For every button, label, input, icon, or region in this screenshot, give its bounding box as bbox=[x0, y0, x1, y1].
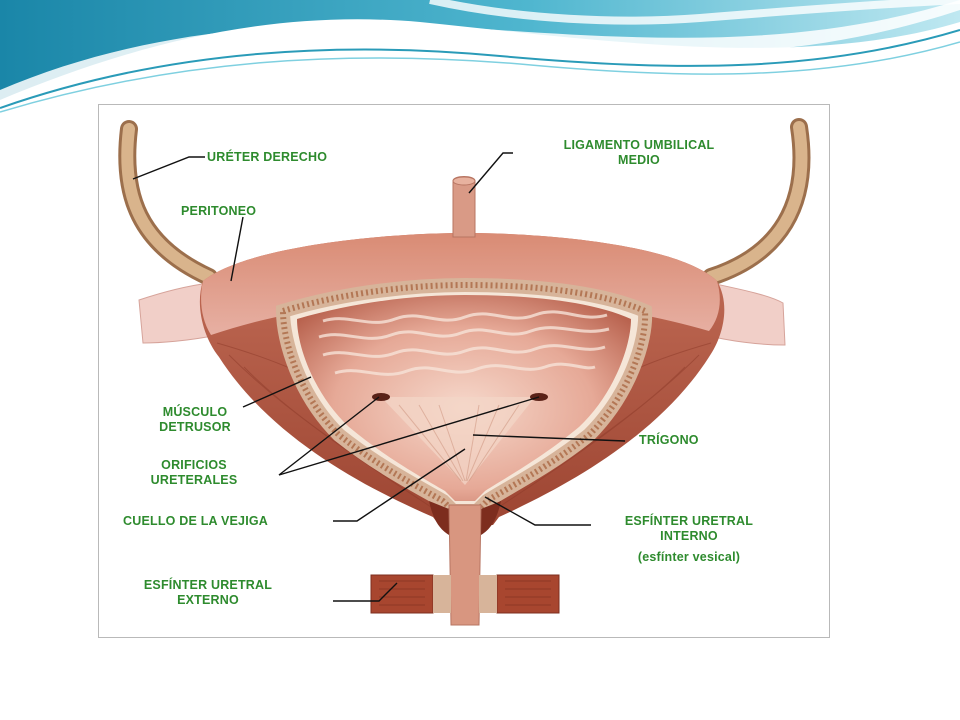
trigone bbox=[381, 397, 535, 485]
internal-sphincter-right bbox=[481, 501, 501, 535]
slide-header-waves bbox=[0, 0, 960, 113]
label-musculo-detrusor: MÚSCULO DETRUSOR bbox=[125, 405, 265, 435]
label-orificios-line1: ORIFICIOS bbox=[161, 458, 227, 472]
bladder-figure-frame: URÉTER DERECHO LIGAMENTO UMBILICAL MEDIO… bbox=[98, 104, 830, 638]
peritoneum-right-wing bbox=[704, 282, 786, 346]
label-musculo-line2: DETRUSOR bbox=[159, 420, 231, 434]
internal-sphincter-left bbox=[429, 501, 449, 535]
umbilical-ligament bbox=[452, 176, 476, 238]
label-ureter-derecho: URÉTER DERECHO bbox=[207, 150, 328, 164]
external-sphincter bbox=[370, 574, 560, 614]
label-musculo-line1: MÚSCULO bbox=[162, 405, 228, 419]
label-esf-ext-line1: ESFÍNTER URETRAL bbox=[143, 578, 273, 592]
label-cuello-vejiga: CUELLO DE LA VEJIGA bbox=[123, 514, 269, 528]
label-esf-ext-line2: EXTERNO bbox=[177, 593, 239, 607]
label-ligamento-line1: LIGAMENTO UMBILICAL bbox=[563, 138, 715, 152]
label-orificios-line2: URETERALES bbox=[150, 473, 238, 487]
label-esfinter-externo: ESFÍNTER URETRAL EXTERNO bbox=[123, 578, 293, 608]
label-ligamento-umbilical: LIGAMENTO UMBILICAL MEDIO bbox=[539, 138, 739, 168]
label-esf-int-note: (esfínter vesical) bbox=[637, 550, 741, 564]
label-orificios-ureterales: ORIFICIOS URETERALES bbox=[129, 458, 259, 488]
label-esf-int-line2: INTERNO bbox=[660, 529, 718, 543]
bladder-illustration bbox=[118, 118, 811, 626]
label-ligamento-line2: MEDIO bbox=[618, 153, 660, 167]
label-trigono: TRÍGONO bbox=[639, 433, 699, 447]
leader-lines bbox=[132, 152, 626, 602]
label-esfinter-interno: ESFÍNTER URETRAL INTERNO (esfínter vesic… bbox=[599, 514, 779, 565]
label-peritoneo: PERITONEO bbox=[181, 204, 257, 218]
label-esf-int-line1: ESFÍNTER URETRAL bbox=[624, 514, 754, 528]
urethra bbox=[448, 504, 482, 626]
